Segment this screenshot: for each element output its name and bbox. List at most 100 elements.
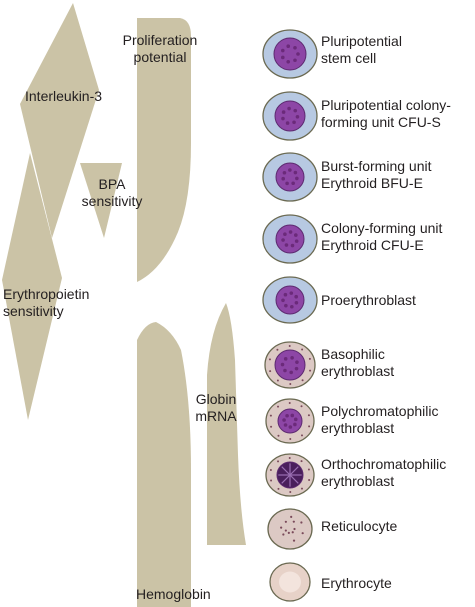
cytoplasm-dot — [276, 379, 279, 382]
stage-label-bfu-e: Burst-forming unit Erythroid BFU-E — [321, 158, 431, 192]
reticulum-dot — [301, 532, 304, 535]
nucleolus-dot — [285, 413, 289, 418]
cytoplasm-dot — [269, 414, 272, 417]
nucleolus-dot — [293, 108, 298, 113]
reticulum-dot — [300, 521, 303, 524]
reticulum-dot — [284, 520, 287, 523]
nucleolus-dot — [281, 110, 286, 114]
nucleolus-dot — [284, 303, 288, 308]
globin-label-line1: Globin — [195, 391, 237, 407]
cell-proerythroblast — [262, 276, 318, 324]
reticulum-dot — [284, 529, 287, 532]
erythropoietin-sensitivity-label: Erythropoietin sensitivity — [3, 286, 89, 320]
bpa-sensitivity-band — [80, 163, 122, 238]
nucleolus-dot — [288, 230, 293, 234]
stage-label-orthochromatophilic: Orthochromatophilic erythroblast — [321, 456, 446, 490]
stage-line1: Polychromatophilic — [321, 403, 439, 419]
cell-nucleus — [273, 37, 307, 71]
reticulum-dot — [293, 527, 296, 531]
chromatin-strand — [289, 466, 299, 476]
nucleolus-dot — [281, 238, 285, 242]
nucleolus-dot — [280, 48, 285, 53]
nucleolus-dot — [281, 298, 285, 303]
cytoplasm-dot — [300, 460, 303, 463]
chromatin-strand — [281, 466, 291, 476]
nucleolus-dot — [282, 418, 286, 422]
bpa-label-line2: sensitivity — [81, 193, 143, 209]
hemoglobin-band — [137, 322, 191, 607]
nucleolus-dot — [290, 243, 295, 248]
nucleolus-dot — [291, 181, 295, 186]
cytoplasm-dot — [288, 345, 291, 348]
nucleolus-dot — [295, 114, 300, 119]
cell-nucleus — [275, 224, 305, 254]
erythropoietin-sensitivity-band — [2, 153, 62, 420]
stage-label-cfu-s: Pluripotential colony- forming unit CFU-… — [321, 97, 451, 131]
interleukin-3-label: Interleukin-3 — [25, 88, 103, 104]
nucleolus-dot — [293, 417, 298, 422]
cell-nucleus — [274, 349, 306, 381]
nucleolus-dot — [294, 233, 298, 237]
stage-line2: erythroblast — [321, 473, 395, 489]
nucleolus-dot — [296, 52, 300, 56]
reticulum-dot — [292, 520, 295, 523]
nucleolus-dot — [288, 425, 293, 429]
nucleolus-dot — [289, 370, 294, 375]
cytoplasm-dot — [300, 405, 303, 408]
nucleolus-dot — [283, 423, 288, 427]
stage-line2: stem cell — [321, 50, 377, 66]
cytoplasm-dot — [269, 370, 272, 373]
nucleolus-dot — [294, 300, 299, 305]
cytoplasm-dot — [277, 487, 280, 490]
nucleolus-dot — [288, 168, 292, 172]
bpa-sensitivity-label: BPA sensitivity — [78, 176, 146, 210]
reticulum-dot — [292, 539, 296, 542]
cytoplasm-dot — [301, 379, 304, 382]
cell-nucleus — [275, 162, 305, 192]
stage-line1: Colony-forming unit — [321, 220, 443, 236]
nucleolus-dot — [284, 243, 289, 247]
nucleolus-dot — [283, 232, 287, 236]
cell-central-pallor — [279, 571, 301, 593]
stage-line1: Pluripotential colony- — [321, 97, 451, 113]
cytoplasm-dot — [289, 490, 292, 493]
prolif-label-line2: potential — [133, 49, 187, 65]
cytoplasm-dot — [270, 425, 273, 428]
nucleolus-dot — [285, 121, 290, 125]
reticulum-dot — [290, 515, 293, 518]
nucleolus-dot — [295, 360, 299, 364]
nucleolus-dot — [282, 170, 287, 175]
nucleolus-dot — [283, 357, 288, 361]
cytoplasm-dot — [289, 437, 292, 440]
cell-cfu-s — [262, 91, 318, 141]
nucleolus-dot — [286, 44, 291, 49]
stage-line2: Erythroid CFU-E — [321, 237, 424, 253]
stage-line1: Proerythroblast — [321, 292, 416, 308]
cell-nucleus — [275, 285, 305, 315]
cytoplasm-dot — [307, 414, 310, 417]
nucleolus-dot — [290, 413, 295, 418]
nucleolus-dot — [280, 362, 285, 367]
cell-erythrocyte — [269, 562, 311, 602]
stage-label-basophilic: Basophilic erythroblast — [321, 346, 394, 380]
globin-label-line2: mRNA — [195, 408, 237, 424]
cytoplasm-dot — [288, 402, 291, 405]
epo-label-line2: sensitivity — [3, 303, 64, 319]
cytoplasm-dot — [277, 434, 280, 437]
globin-mrna-band — [207, 303, 246, 545]
cytoplasm-dot — [300, 434, 303, 437]
bpa-label-line1: BPA — [98, 176, 126, 192]
nucleolus-dot — [280, 55, 285, 60]
cytoplasm-dot — [268, 358, 271, 361]
cytoplasm-dot — [269, 468, 272, 471]
reticulum-dot — [291, 531, 294, 534]
cell-nucleus — [277, 408, 303, 434]
nucleolus-dot — [293, 422, 297, 427]
cell-column — [262, 29, 318, 602]
cell-membrane — [267, 508, 313, 550]
cytoplasm-dot — [276, 348, 279, 351]
cytoplasm-dot — [309, 369, 312, 372]
nucleolus-dot — [289, 291, 294, 295]
stage-line1: Basophilic — [321, 346, 385, 362]
cytoplasm-dot — [289, 382, 292, 385]
